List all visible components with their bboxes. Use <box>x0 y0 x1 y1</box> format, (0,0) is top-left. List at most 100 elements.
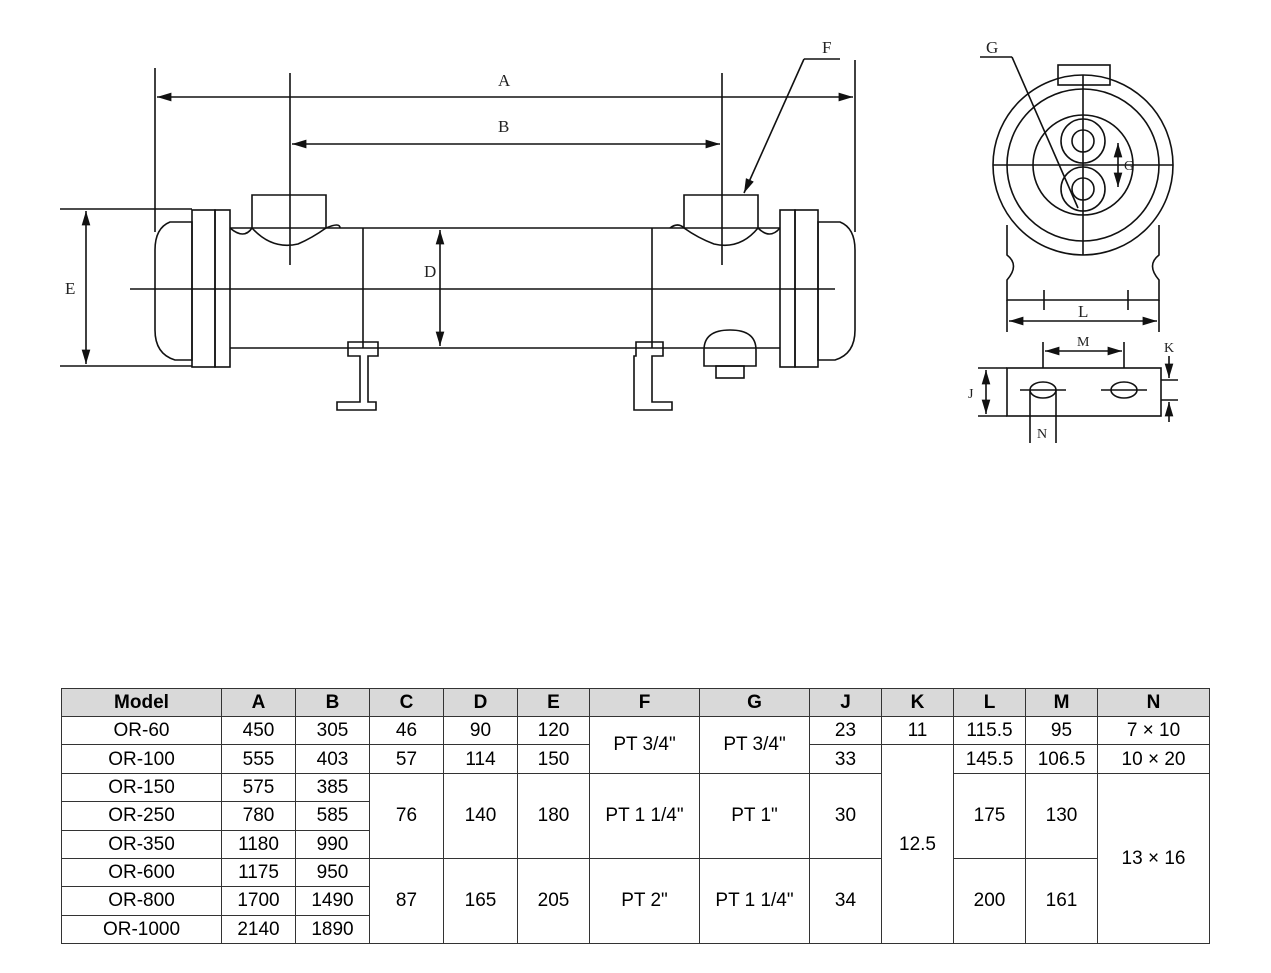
cell-b: 385 <box>295 772 370 803</box>
cell-k: 11 <box>881 715 954 746</box>
cell-b: 585 <box>295 801 370 831</box>
column-header: B <box>295 688 370 717</box>
foot-detail <box>1006 367 1162 417</box>
cell-j: 34 <box>809 857 882 945</box>
cell-c: 57 <box>369 744 444 774</box>
table-row: OR-600 1175 950 87 165 205 PT 2" PT 1 1/… <box>61 857 1210 945</box>
cell-b: 1490 <box>295 886 370 916</box>
table-row: OR-350 1180 990 <box>61 829 1210 859</box>
label-g-side: G <box>1124 159 1134 174</box>
cell-model: OR-150 <box>61 772 222 803</box>
cell-model: OR-100 <box>61 744 222 774</box>
cell-a: 1180 <box>221 829 296 859</box>
cell-d: 114 <box>443 744 518 774</box>
cell-m: 95 <box>1025 715 1098 746</box>
cell-a: 555 <box>221 744 296 774</box>
cell-l: 200 <box>953 857 1026 945</box>
cell-j: 23 <box>809 715 882 746</box>
cell-g: PT 1" <box>699 772 810 859</box>
table-row: OR-100 555 403 57 114 150 33 12.5 145.5 … <box>61 744 1210 944</box>
cell-j: 30 <box>809 772 882 859</box>
cell-a: 1175 <box>221 857 296 888</box>
cell-j: 33 <box>809 744 882 774</box>
end-view-labels: G G L M K J N <box>968 38 1174 442</box>
support-bracket-right <box>633 341 673 411</box>
spec-table: Model A B C D E F G J K L M N OR-60 450 … <box>61 688 1210 945</box>
cell-e: 180 <box>517 772 590 859</box>
table-header-row: Model A B C D E F G J K L M N <box>61 688 1210 717</box>
label-g: G <box>986 38 998 57</box>
label-d: D <box>424 262 436 281</box>
cell-f: PT 1 1/4" <box>589 772 700 859</box>
cell-model: OR-800 <box>61 886 222 916</box>
label-k: K <box>1164 341 1174 356</box>
cell-f: PT 2" <box>589 857 700 945</box>
cell-a: 575 <box>221 772 296 803</box>
cell-l: 175 <box>953 772 1026 859</box>
column-header: M <box>1025 688 1098 717</box>
column-header: D <box>443 688 518 717</box>
support-bracket-left <box>336 341 379 411</box>
cell-c: 76 <box>369 772 444 859</box>
cell-b: 1890 <box>295 914 370 945</box>
end-view <box>978 56 1178 443</box>
table-row: OR-1000 2140 1890 <box>61 914 1210 945</box>
cell-n: 7 × 10 <box>1097 715 1210 746</box>
side-view <box>60 58 856 411</box>
cell-b: 305 <box>295 715 370 746</box>
cell-model: OR-350 <box>61 829 222 859</box>
label-j: J <box>968 387 974 402</box>
cell-c: 87 <box>369 857 444 945</box>
label-a: A <box>498 71 511 90</box>
cell-g: PT 1 1/4" <box>699 857 810 945</box>
column-header: G <box>699 688 810 717</box>
cell-model: OR-1000 <box>61 914 222 945</box>
label-e: E <box>65 279 75 298</box>
column-header: F <box>589 688 700 717</box>
cell-l: 145.5 <box>953 744 1026 774</box>
cell-e: 120 <box>517 715 590 746</box>
label-f: F <box>822 38 831 57</box>
cell-e: 205 <box>517 857 590 945</box>
cell-model: OR-60 <box>61 715 222 746</box>
cell-a: 780 <box>221 801 296 831</box>
drain-plug <box>703 329 757 367</box>
side-view-labels: A B D E F <box>65 38 831 298</box>
column-header: Model <box>61 688 222 717</box>
cell-m: 130 <box>1025 772 1098 859</box>
label-l: L <box>1078 302 1088 321</box>
column-header: C <box>369 688 444 717</box>
cell-m: 106.5 <box>1025 744 1098 774</box>
label-m: M <box>1077 335 1090 350</box>
cell-e: 150 <box>517 744 590 774</box>
cell-model: OR-600 <box>61 857 222 888</box>
cell-c: 46 <box>369 715 444 746</box>
column-header: A <box>221 688 296 717</box>
cell-l: 115.5 <box>953 715 1026 746</box>
cell-d: 90 <box>443 715 518 746</box>
cell-g: PT 3/4" <box>699 716 810 774</box>
column-header: N <box>1097 688 1210 717</box>
table-row: OR-60 450 305 46 90 120 PT 3/4" PT 3/4" … <box>61 715 1210 774</box>
cell-b: 403 <box>295 744 370 774</box>
column-header: J <box>809 688 882 717</box>
column-header: L <box>953 688 1026 717</box>
cell-k: 12.5 <box>881 744 954 944</box>
cell-n: 13 × 16 <box>1097 772 1210 945</box>
cell-a: 450 <box>221 715 296 746</box>
cell-a: 1700 <box>221 886 296 916</box>
column-header: K <box>881 688 954 717</box>
cell-m: 161 <box>1025 857 1098 945</box>
cell-b: 990 <box>295 829 370 859</box>
cell-a: 2140 <box>221 914 296 945</box>
column-header: E <box>517 688 590 717</box>
cell-f: PT 3/4" <box>589 716 700 774</box>
heat-exchanger-drawing: A B D E F <box>60 38 1178 443</box>
cell-n: 10 × 20 <box>1097 744 1210 774</box>
cell-d: 165 <box>443 857 518 945</box>
table-row: OR-150 575 385 76 140 180 PT 1 1/4" PT 1… <box>61 772 1210 945</box>
cell-model: OR-250 <box>61 801 222 831</box>
table-row: OR-800 1700 1490 <box>61 886 1210 916</box>
cell-d: 140 <box>443 772 518 859</box>
label-n: N <box>1037 427 1047 442</box>
